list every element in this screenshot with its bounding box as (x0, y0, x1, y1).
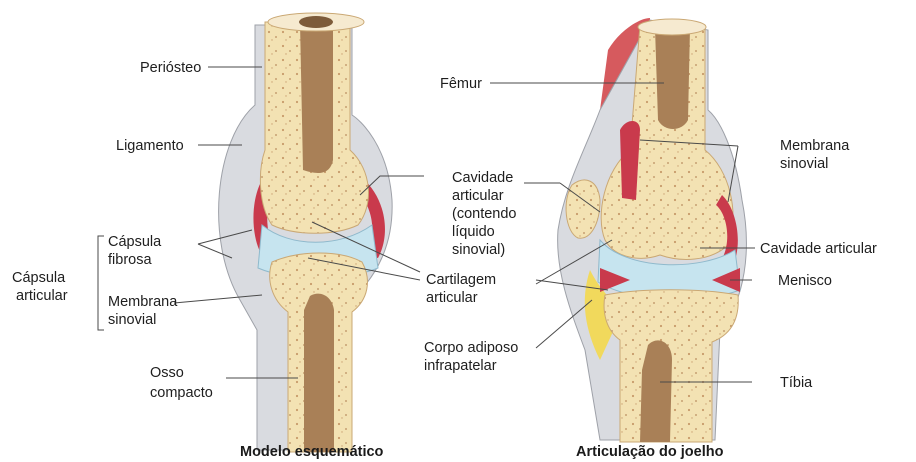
label-cavidade-articular-right: Cavidade articular (760, 241, 877, 257)
upper-marrow-shape (300, 22, 333, 173)
label-ligamento: Ligamento (116, 138, 184, 154)
label-femur: Fêmur (440, 76, 482, 92)
caption-modelo-esquematico: Modelo esquemático (240, 444, 384, 460)
label-corpo-adiposo: Corpo adiposo infrapatelar (424, 340, 522, 374)
label-osso-compacto: Osso compacto (150, 365, 213, 401)
lower-marrow-shape (304, 294, 334, 452)
schematic-joint (219, 13, 393, 452)
label-capsula-articular: Cápsula articular (12, 270, 69, 304)
label-capsula-fibrosa: Cápsula fibrosa (108, 234, 165, 268)
label-cavidade-articular-mid: Cavidade articular (contendo líquido sin… (452, 170, 521, 258)
caption-articulacao-joelho: Articulação do joelho (576, 444, 724, 460)
label-periosteo: Periósteo (140, 60, 201, 76)
knee-joint (558, 18, 747, 442)
label-tibia: Tíbia (780, 375, 813, 391)
label-membrana-sinovial-left: Membrana sinovial (108, 294, 181, 328)
label-menisco: Menisco (778, 273, 832, 289)
label-membrana-sinovial-right: Membrana sinovial (780, 138, 853, 172)
label-cartilagem-articular: Cartilagem articular (426, 272, 500, 306)
femur-marrow-shape (655, 28, 690, 129)
